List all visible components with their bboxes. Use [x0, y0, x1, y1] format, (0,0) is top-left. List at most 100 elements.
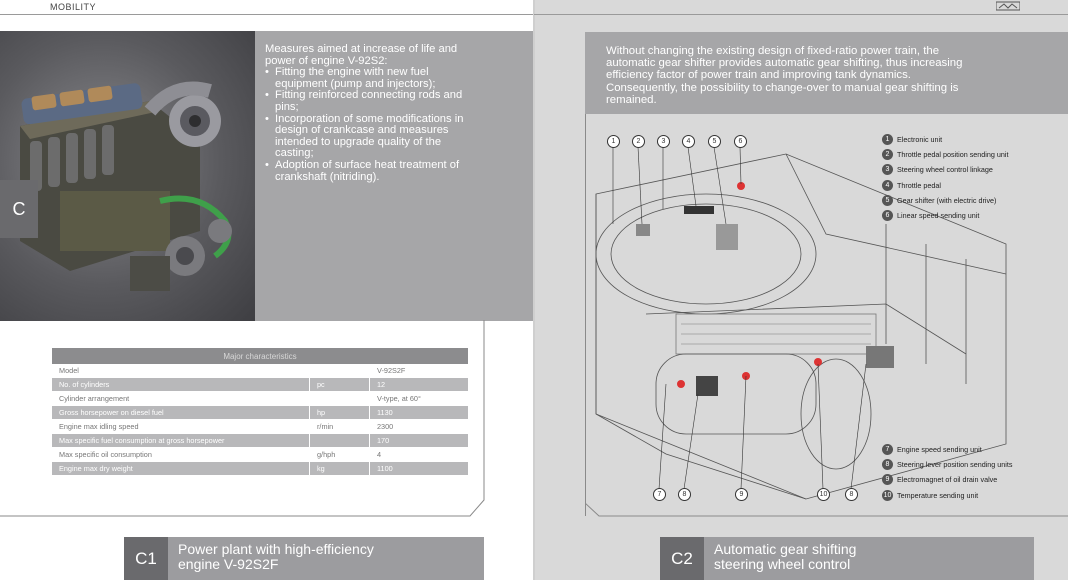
logo-mark — [995, 1, 1021, 11]
section-label: MOBILITY — [50, 2, 97, 12]
table-cell: 4 — [369, 447, 468, 462]
engine-image — [0, 31, 255, 321]
chapter-tab: C — [0, 180, 38, 238]
measures-list: Fitting the engine with new fuel equipme… — [265, 66, 477, 183]
legend-number: 5 — [882, 195, 893, 206]
characteristics-table: Major characteristics Model V-92S2F No. … — [52, 348, 468, 476]
table-cell: hp — [309, 405, 370, 420]
table-cell: 1130 — [369, 405, 468, 420]
table-row: Engine max idling speed r/min 2300 — [52, 419, 468, 434]
callout-marker: 5 — [708, 135, 721, 148]
table-cell: pc — [309, 377, 370, 392]
table-cell: Gross horsepower on diesel fuel — [52, 405, 310, 420]
legend-item: 7 Engine speed sending unit — [882, 444, 982, 455]
legend-item: 8 Steering lever position sending units — [882, 459, 1012, 470]
book-spine — [533, 0, 535, 580]
measure-item: Fitting reinforced connecting rods and p… — [265, 90, 477, 113]
legend-number: 2 — [882, 149, 893, 160]
table-cell: 170 — [369, 433, 468, 448]
legend-label: Steering wheel control linkage — [897, 165, 993, 174]
brand-logo — [995, 1, 1021, 13]
table-row: Max specific fuel consumption at gross h… — [52, 433, 468, 448]
footer-c1-title: Power plant with high-efficiency engine … — [178, 542, 374, 572]
legend-label: Throttle pedal position sending unit — [897, 150, 1009, 159]
table-cell: kg — [309, 461, 370, 476]
callout-marker: 8 — [678, 488, 691, 501]
tank-diagram — [595, 146, 1007, 500]
legend-item: 4 Throttle pedal — [882, 180, 941, 191]
table-cell: Model — [52, 364, 310, 378]
description-text: Without changing the existing design of … — [606, 45, 963, 106]
legend-label: Electromagnet of oil drain valve — [897, 475, 998, 484]
callout-marker: 6 — [734, 135, 747, 148]
callout-marker: 4 — [682, 135, 695, 148]
callout-marker: 2 — [632, 135, 645, 148]
table-cell: Cylinder arrangement — [52, 391, 310, 406]
table-cell — [309, 364, 370, 378]
legend-number: 4 — [882, 180, 893, 191]
legend-number: 7 — [882, 444, 893, 455]
diagram-frame — [585, 114, 1068, 516]
table-cell: 2300 — [369, 419, 468, 434]
legend-label: Gear shifter (with electric drive) — [897, 196, 997, 205]
table-cell: 1100 — [369, 461, 468, 476]
legend-item: 5 Gear shifter (with electric drive) — [882, 195, 996, 206]
right-frame-bottom — [585, 500, 1068, 517]
table-row: Model V-92S2F — [52, 364, 468, 378]
callout-marker: 9 — [735, 488, 748, 501]
footer-c2-title: Automatic gear shifting steering wheel c… — [714, 542, 856, 572]
table-cell: Max specific oil consumption — [52, 447, 310, 462]
footer-c1-box — [124, 537, 484, 580]
table-cell — [309, 391, 370, 406]
table-row: Max specific oil consumption g/hph 4 — [52, 447, 468, 462]
callout-marker: 8 — [845, 488, 858, 501]
table-cell: V-type, at 60° — [369, 391, 468, 406]
table-cell: g/hph — [309, 447, 370, 462]
left-frame-lines — [0, 320, 485, 517]
table-row: No. of cylinders pc 12 — [52, 377, 468, 392]
table-row: Gross horsepower on diesel fuel hp 1130 — [52, 405, 468, 420]
footer-title-line: Power plant with high-efficiency — [178, 541, 374, 557]
table-cell: r/min — [309, 419, 370, 434]
measures-text: Measures aimed at increase of life and p… — [265, 43, 477, 183]
legend-number: 1 — [882, 134, 893, 145]
table-title: Major characteristics — [52, 348, 468, 364]
callout-marker: 1 — [607, 135, 620, 148]
legend-label: Throttle pedal — [897, 181, 941, 190]
table-row: Engine max dry weight kg 1100 — [52, 461, 468, 476]
table-cell — [309, 433, 370, 448]
footer-c1-code: C1 — [124, 537, 168, 580]
engine-illustration — [20, 81, 232, 291]
header-rule — [0, 14, 534, 15]
measure-item: Fitting the engine with new fuel equipme… — [265, 66, 477, 90]
legend-number: 8 — [882, 459, 893, 470]
legend-item: 2 Throttle pedal position sending unit — [882, 149, 1008, 160]
legend-number: 6 — [882, 210, 893, 221]
legend-label: Engine speed sending unit — [897, 445, 982, 454]
callout-marker: 10 — [817, 488, 830, 501]
measure-item: Adoption of surface heat treatment of cr… — [265, 159, 477, 183]
legend-item: 3 Steering wheel control linkage — [882, 164, 993, 175]
footer-c2-code: C2 — [660, 537, 704, 580]
footer-title-line: steering wheel control — [714, 556, 851, 572]
table-cell: Engine max dry weight — [52, 461, 310, 476]
legend-number: 10 — [882, 490, 893, 501]
measure-item: Incorporation of some modifications in d… — [265, 113, 477, 160]
description-panel — [585, 32, 1068, 114]
footer-title-line: engine V-92S2F — [178, 556, 279, 572]
header-rule-right — [534, 14, 1068, 15]
table-cell: No. of cylinders — [52, 377, 310, 392]
left-page: MOBILITY — [0, 0, 534, 580]
legend-label: Steering lever position sending units — [897, 460, 1013, 469]
callout-marker: 3 — [657, 135, 670, 148]
table-cell: 12 — [369, 377, 468, 392]
footer-title-line: Automatic gear shifting — [714, 541, 857, 557]
legend-number: 3 — [882, 164, 893, 175]
measures-intro: Measures aimed at increase of life and p… — [265, 43, 458, 67]
callout-marker: 7 — [653, 488, 666, 501]
footer-c2-box — [660, 537, 1034, 580]
